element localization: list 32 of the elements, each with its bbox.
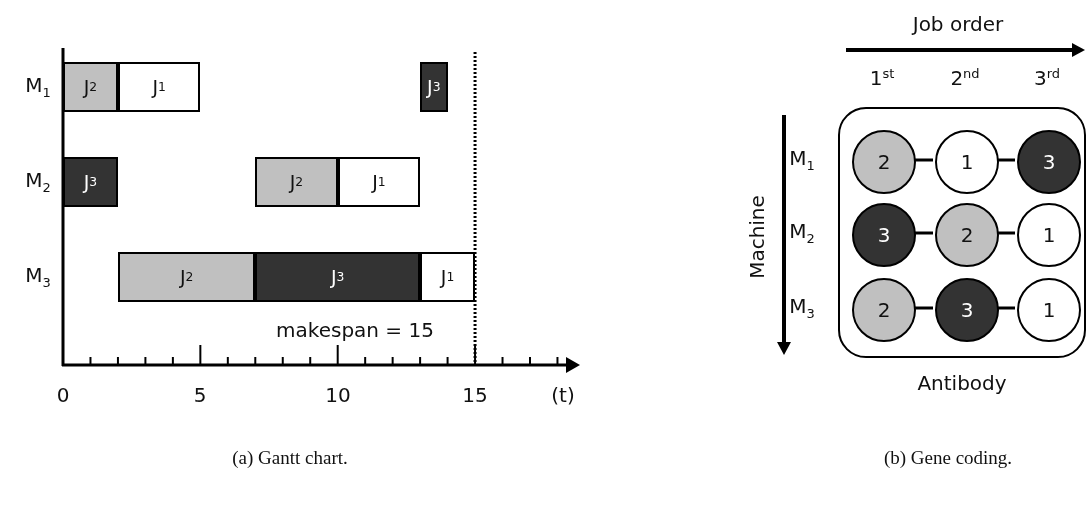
axis-label: (t) <box>551 384 575 406</box>
gene-circle: 2 <box>852 278 916 342</box>
caption: (b) Gene coding. <box>883 447 1013 469</box>
tick-label: 15 <box>462 384 488 406</box>
machine-label: M$_{2}$ <box>789 219 815 247</box>
order-label: 1$^{st}$ <box>869 66 895 90</box>
gene-circle: 3 <box>852 203 916 267</box>
machine-label: M$_{3}$ <box>789 294 815 322</box>
tick-label: 10 <box>325 384 351 406</box>
gene-circle: 1 <box>935 130 999 194</box>
tick-label: 0 <box>56 384 70 406</box>
gene-circle: 2 <box>852 130 916 194</box>
axis-label: Job order <box>912 13 1004 35</box>
machine-label: M$_{1}$ <box>789 146 815 174</box>
gene-circle: 2 <box>935 203 999 267</box>
connector-line <box>914 306 933 310</box>
gene-circle: 3 <box>1017 130 1081 194</box>
gene-circle: 3 <box>935 278 999 342</box>
order-label: 2$^{nd}$ <box>950 66 980 90</box>
connector-line <box>914 231 933 235</box>
gene-circle: 1 <box>1017 203 1081 267</box>
tick-label: 5 <box>193 384 207 406</box>
machine-label: M$_{1}$ <box>25 73 51 101</box>
connector-line <box>914 158 933 162</box>
caption: (a) Gantt chart. <box>232 447 348 469</box>
machine-label: M$_{2}$ <box>25 168 51 196</box>
machine-label: M$_{3}$ <box>25 263 51 291</box>
makespan-label: makespan = 15 <box>276 319 434 341</box>
order-label: 3$^{rd}$ <box>1033 66 1061 90</box>
antibody-label: Antibody <box>917 372 1007 394</box>
axis-label: Machine <box>746 195 768 279</box>
gene-circle: 1 <box>1017 278 1081 342</box>
